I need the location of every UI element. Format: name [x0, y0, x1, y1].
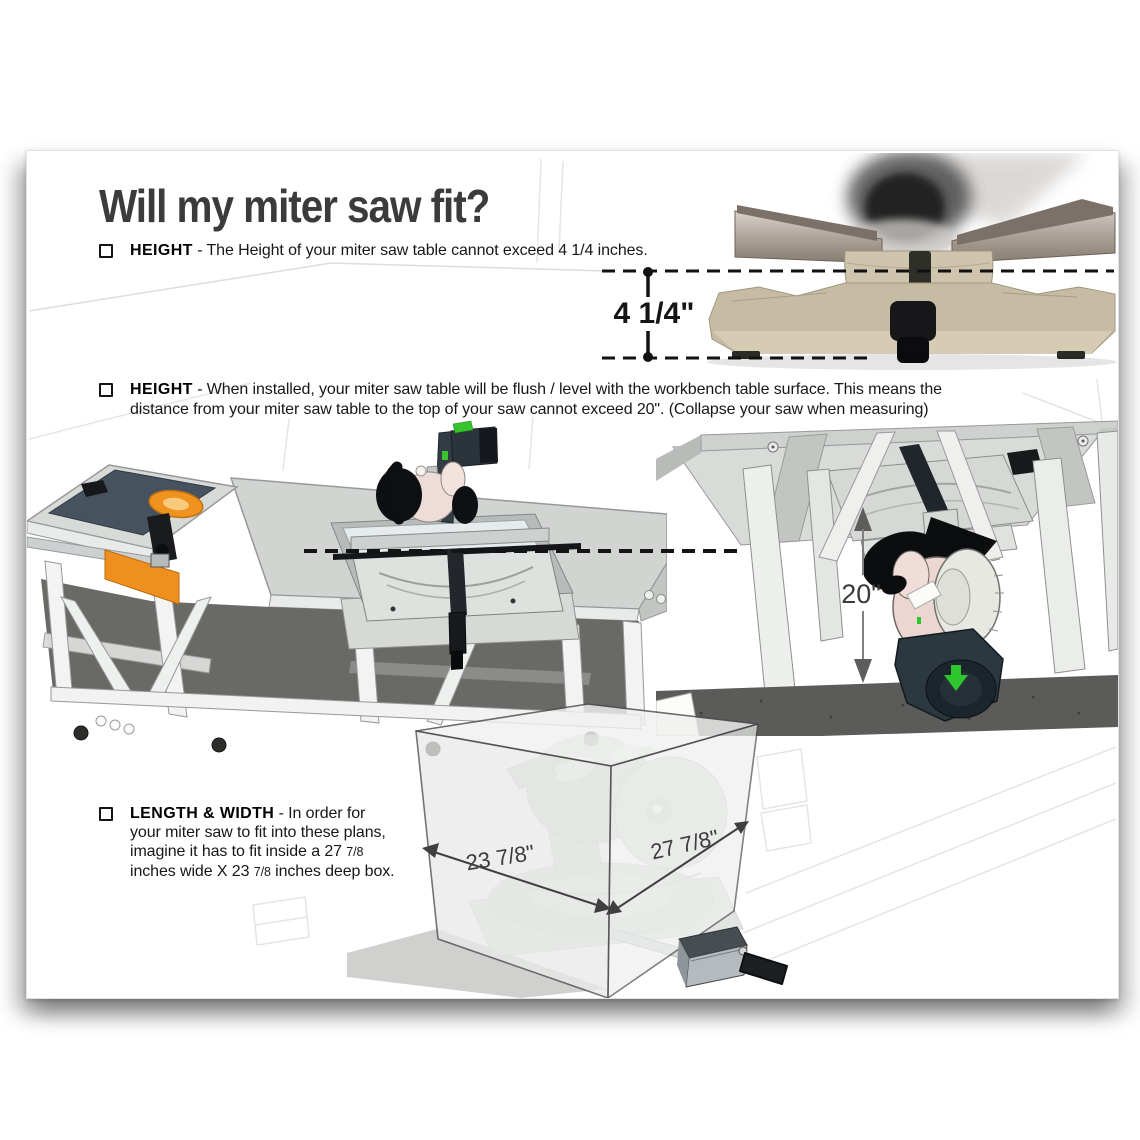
checkbox-bullet-icon: [99, 383, 113, 397]
bullet-line: imagine it has to fit inside a 27 7/8: [130, 843, 364, 860]
box-shadow: [347, 929, 607, 998]
push-block: [81, 480, 108, 497]
bullet-height-clearance: HEIGHT - When installed, your miter saw …: [99, 380, 1019, 420]
bullet-label: HEIGHT: [130, 381, 193, 398]
translucent-fit-box: [415, 703, 759, 998]
saw-front-handle: [890, 301, 936, 341]
figure-saw-base-photo: 4 1/4": [602, 153, 1117, 370]
bullet-line: your miter saw to fit into these plans,: [130, 824, 386, 841]
checkbox-bullet-icon: [99, 244, 113, 258]
miter-saw-recess: [330, 513, 581, 670]
fraction: 7/8: [253, 865, 271, 879]
bullet-length-width: LENGTH & WIDTH - In order for your miter…: [99, 804, 395, 882]
fraction: 7/8: [346, 845, 364, 859]
figure-under-table-illustration: 20": [656, 420, 1118, 736]
checkbox-bullet-icon: [99, 807, 113, 821]
figure-fit-box-illustration: 23 7/8" 27 7/8": [347, 703, 788, 998]
clearance-dimension-label: 20": [841, 579, 881, 609]
bullet-line: HEIGHT - When installed, your miter saw …: [130, 381, 942, 398]
background-sketch-lines: [28, 158, 1117, 968]
table-saw-station: [27, 464, 239, 605]
bullet-line: LENGTH & WIDTH - In order for: [130, 805, 366, 822]
document-page: 4 1/4": [26, 150, 1119, 999]
bullet-label: LENGTH & WIDTH: [130, 805, 275, 822]
bullet-line: inches wide X 23 7/8 inches deep box.: [130, 863, 395, 880]
clearance-dimension-20: 20": [841, 507, 881, 683]
workbench-frame: [41, 560, 646, 756]
table-surface-alignment-dashes: [304, 549, 744, 553]
height-dimension-4-1-4: 4 1/4": [602, 267, 1114, 362]
floor: [656, 675, 1118, 736]
slide-rail-clamp-handle: [677, 926, 788, 988]
bullet-text: - The Height of your miter saw table can…: [197, 242, 648, 259]
rip-fence-clamp: [147, 513, 177, 563]
height-dimension-label: 4 1/4": [614, 297, 695, 330]
bullet-line: distance from your miter saw table to th…: [130, 401, 929, 418]
figure-workbench-illustration: [27, 421, 667, 756]
green-accent: [452, 421, 474, 434]
saw-handle: [380, 461, 405, 525]
bullet-height-table: HEIGHT - The Height of your miter saw ta…: [99, 241, 759, 261]
bullet-label: HEIGHT: [130, 242, 193, 259]
miter-saw-head: [376, 421, 498, 525]
hanging-miter-saw: [862, 508, 1004, 722]
green-arrow-accent: [944, 665, 968, 691]
page-title: Will my miter saw fit?: [99, 180, 490, 232]
table-underside: [656, 420, 1118, 566]
